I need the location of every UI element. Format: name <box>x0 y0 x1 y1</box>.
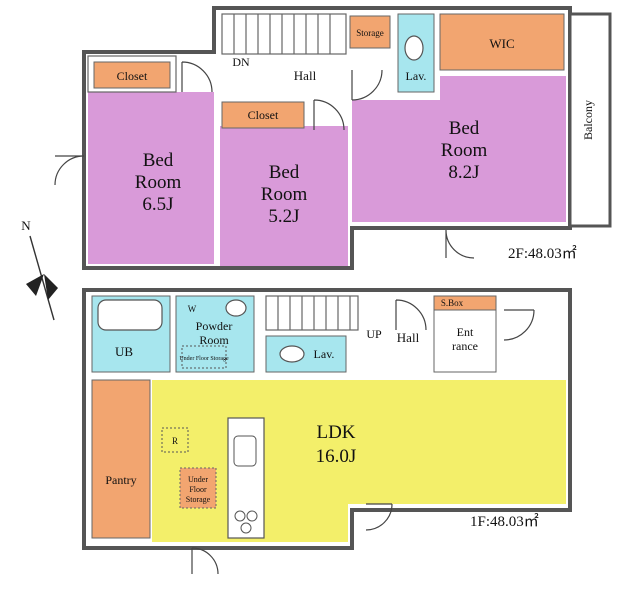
wic-label: WIC <box>489 36 514 51</box>
north-label: N <box>21 218 31 233</box>
hall-2f <box>218 54 396 94</box>
under-floor-storage <box>179 467 217 509</box>
bedroom-3-line3: 8.2J <box>448 162 479 183</box>
bedroom-1-line2: Room <box>135 172 182 193</box>
up-label: UP <box>366 327 382 341</box>
ufs-line1: Under <box>188 475 208 484</box>
bedroom-1-line3: 6.5J <box>142 194 173 215</box>
hall-2f-label: Hall <box>294 68 317 83</box>
stairs-2f <box>221 13 347 55</box>
first-floor: UB W Powder Room Under Floor Storage UP … <box>82 288 572 575</box>
bedroom-2-door <box>313 99 345 131</box>
kitchen-counter <box>227 417 265 539</box>
hall-door <box>395 299 427 331</box>
bedroom-3-line1: Bed <box>449 118 480 139</box>
lav-1f-label: Lav. <box>314 347 335 361</box>
second-floor-outline <box>82 6 572 270</box>
pantry-label: Pantry <box>105 473 136 487</box>
ub-label: UB <box>115 344 133 359</box>
dn-label: DN <box>232 55 250 69</box>
closet-1 <box>93 61 171 89</box>
entrance-line1: Ent <box>457 325 474 339</box>
stairs-1f <box>265 295 359 331</box>
compass-star-icon <box>26 274 58 300</box>
front-door <box>503 309 535 341</box>
bedroom-1-line1: Bed <box>143 150 174 171</box>
fridge-space <box>161 427 189 453</box>
ufs-line2: Floor <box>189 485 207 494</box>
sink-icon <box>225 299 247 317</box>
ldk-window-door <box>365 503 393 531</box>
storage-label: Storage <box>356 28 384 38</box>
bedroom-8-2j <box>352 76 566 222</box>
lav-1f <box>265 335 347 373</box>
ldk-back-door <box>191 547 219 575</box>
ldk-line2: 16.0J <box>316 446 357 467</box>
toilet-2f-icon <box>404 35 424 61</box>
bedroom-1-window <box>54 155 85 186</box>
bedroom-3-window <box>445 229 475 259</box>
powder-line1: Powder <box>196 319 233 333</box>
bedroom-2-line3: 5.2J <box>268 206 299 227</box>
balcony <box>568 12 612 228</box>
balcony-label: Balcony <box>581 100 595 140</box>
first-floor-area: 1F:48.03㎡ <box>470 513 539 530</box>
stove-burner-icon <box>240 522 252 534</box>
bathtub-icon <box>97 299 163 331</box>
toilet-1f-icon <box>279 345 305 363</box>
wic <box>439 13 565 71</box>
sbox-label: S.Box <box>441 298 464 308</box>
second-floor: Balcony Closet Bed Room 6.5J Closet Bed … <box>54 6 612 270</box>
powder-line2: Room <box>199 333 229 347</box>
bedroom-5-2j <box>220 126 348 266</box>
closet-2-label: Closet <box>248 108 279 122</box>
storage-2f <box>349 15 391 49</box>
closet-1-label: Closet <box>117 69 148 83</box>
stove-burner-icon <box>246 510 258 522</box>
ufs-line3: Storage <box>186 495 211 504</box>
stove-burner-icon <box>234 510 246 522</box>
kitchen-sink-icon <box>233 435 257 467</box>
ldk-line1: LDK <box>316 422 355 443</box>
shoe-box <box>433 295 497 311</box>
pantry <box>91 379 151 539</box>
compass: N <box>21 218 58 321</box>
bedroom-3-line2: Room <box>441 140 488 161</box>
bedroom-6-5j <box>88 92 214 264</box>
bedroom-2-line2: Room <box>261 184 308 205</box>
bedroom-1-door <box>181 61 213 93</box>
bedroom-3-door <box>351 69 383 101</box>
first-floor-outline <box>82 288 572 550</box>
closet-2 <box>221 101 305 129</box>
under-floor-storage-box <box>181 345 227 369</box>
powder-under-label: Under Floor Storage <box>179 356 229 362</box>
lav-2f-label: Lav. <box>406 69 427 83</box>
entrance-line2: rance <box>452 339 478 353</box>
second-floor-area: 2F:48.03㎡ <box>508 245 577 262</box>
fridge-label: R <box>172 436 178 446</box>
hall-1f-label: Hall <box>397 330 420 345</box>
washer-label: W <box>188 304 197 314</box>
bedroom-2-line1: Bed <box>269 162 300 183</box>
